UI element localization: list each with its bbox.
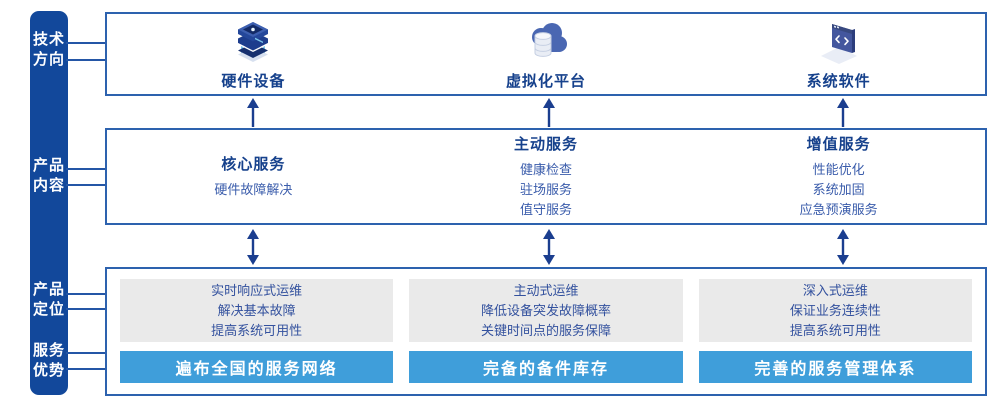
tech-label-virtualization: 虚拟化平台 (506, 73, 587, 90)
product-content-box: 核心服务 硬件故障解决 主动服务 健康检查 驻场服务 值守服务 增值服务 性能优… (105, 128, 987, 225)
sidebar-bar (30, 11, 68, 395)
tech-label-system-software: 系统软件 (806, 73, 871, 90)
positioning-panel: 深入式运维 保证业务连续性 提高系统可用性 (698, 279, 972, 343)
tech-direction-box: 硬件设备 (105, 12, 987, 96)
sidebar-label-line: 优势 (32, 362, 65, 379)
connector-line (66, 308, 107, 310)
positioning-line: 降低设备突发故障概率 (480, 302, 611, 318)
connector-line (66, 42, 107, 44)
connector-line (66, 368, 107, 370)
positioning-line: 保证业务连续性 (789, 302, 881, 318)
sidebar-label-line: 方向 (32, 51, 65, 68)
tech-label-hardware: 硬件设备 (221, 73, 286, 90)
sidebar-label-product-content: 产品内容 (30, 156, 68, 196)
content-item: 驻场服务 (520, 182, 573, 197)
sidebar-label-line: 产品 (32, 157, 65, 174)
positioning-panel: 主动式运维 降低设备突发故障概率 关键时间点的服务保障 (409, 279, 683, 343)
content-col-active-service: 主动服务 健康检查 驻场服务 值守服务 (400, 130, 693, 223)
content-title: 核心服务 (221, 156, 286, 173)
advantage-bar: 遍布全国的服务网络 (120, 351, 394, 383)
sidebar-label-tech-direction: 技术方向 (30, 30, 68, 70)
tech-col-virtualization: 虚拟化平台 (400, 14, 693, 94)
up-arrow (837, 98, 849, 127)
content-item: 性能优化 (812, 162, 865, 177)
content-col-core-service: 核心服务 硬件故障解决 (107, 130, 400, 223)
bottom-col-1: 实时响应式运维 解决基本故障 提高系统可用性 遍布全国的服务网络 (120, 279, 394, 383)
tech-col-system-software: 系统软件 (692, 14, 985, 94)
double-arrow (543, 229, 555, 265)
sidebar-label-service-advantage: 服务优势 (30, 341, 68, 381)
code-window-icon (813, 17, 865, 67)
positioning-advantage-box: 实时响应式运维 解决基本故障 提高系统可用性 遍布全国的服务网络 主动式运维 降… (105, 267, 987, 396)
positioning-line: 主动式运维 (513, 282, 579, 298)
tech-col-hardware: 硬件设备 (107, 14, 400, 94)
content-item: 值守服务 (520, 202, 573, 217)
sidebar-label-line: 产品 (32, 281, 65, 298)
sidebar-label-line: 服务 (32, 342, 65, 359)
double-arrow (247, 229, 259, 265)
bottom-col-3: 深入式运维 保证业务连续性 提高系统可用性 完善的服务管理体系 (698, 279, 972, 383)
up-arrow (543, 98, 555, 127)
positioning-line: 解决基本故障 (217, 302, 296, 318)
advantage-bar: 完备的备件库存 (409, 351, 683, 383)
connector-line (66, 59, 107, 61)
bottom-col-2: 主动式运维 降低设备突发故障概率 关键时间点的服务保障 完备的备件库存 (409, 279, 683, 383)
content-item: 应急预演服务 (799, 202, 878, 217)
sidebar-label-product-positioning: 产品定位 (30, 280, 68, 320)
connector-line (66, 168, 107, 170)
positioning-line: 实时响应式运维 (211, 282, 303, 298)
advantage-bar: 完善的服务管理体系 (698, 351, 972, 383)
double-arrow (837, 229, 849, 265)
up-arrow (247, 98, 259, 127)
positioning-line: 提高系统可用性 (211, 322, 303, 338)
sidebar-label-line: 技术 (32, 31, 65, 48)
content-item: 系统加固 (812, 182, 865, 197)
positioning-panel: 实时响应式运维 解决基本故障 提高系统可用性 (120, 279, 394, 343)
sidebar-label-line: 内容 (32, 177, 65, 194)
content-title: 主动服务 (514, 136, 579, 153)
cloud-database-icon (520, 17, 572, 67)
content-item: 健康检查 (520, 162, 573, 177)
positioning-line: 关键时间点的服务保障 (480, 322, 611, 338)
connector-line (66, 352, 107, 354)
content-col-value-added-service: 增值服务 性能优化 系统加固 应急预演服务 (692, 130, 985, 223)
connector-line (66, 184, 107, 186)
sidebar-label-line: 定位 (32, 301, 65, 318)
content-title: 增值服务 (806, 136, 871, 153)
positioning-line: 深入式运维 (802, 282, 868, 298)
server-stack-icon (227, 17, 279, 67)
connector-line (66, 293, 107, 295)
positioning-line: 提高系统可用性 (789, 322, 881, 338)
content-item: 硬件故障解决 (214, 182, 293, 197)
